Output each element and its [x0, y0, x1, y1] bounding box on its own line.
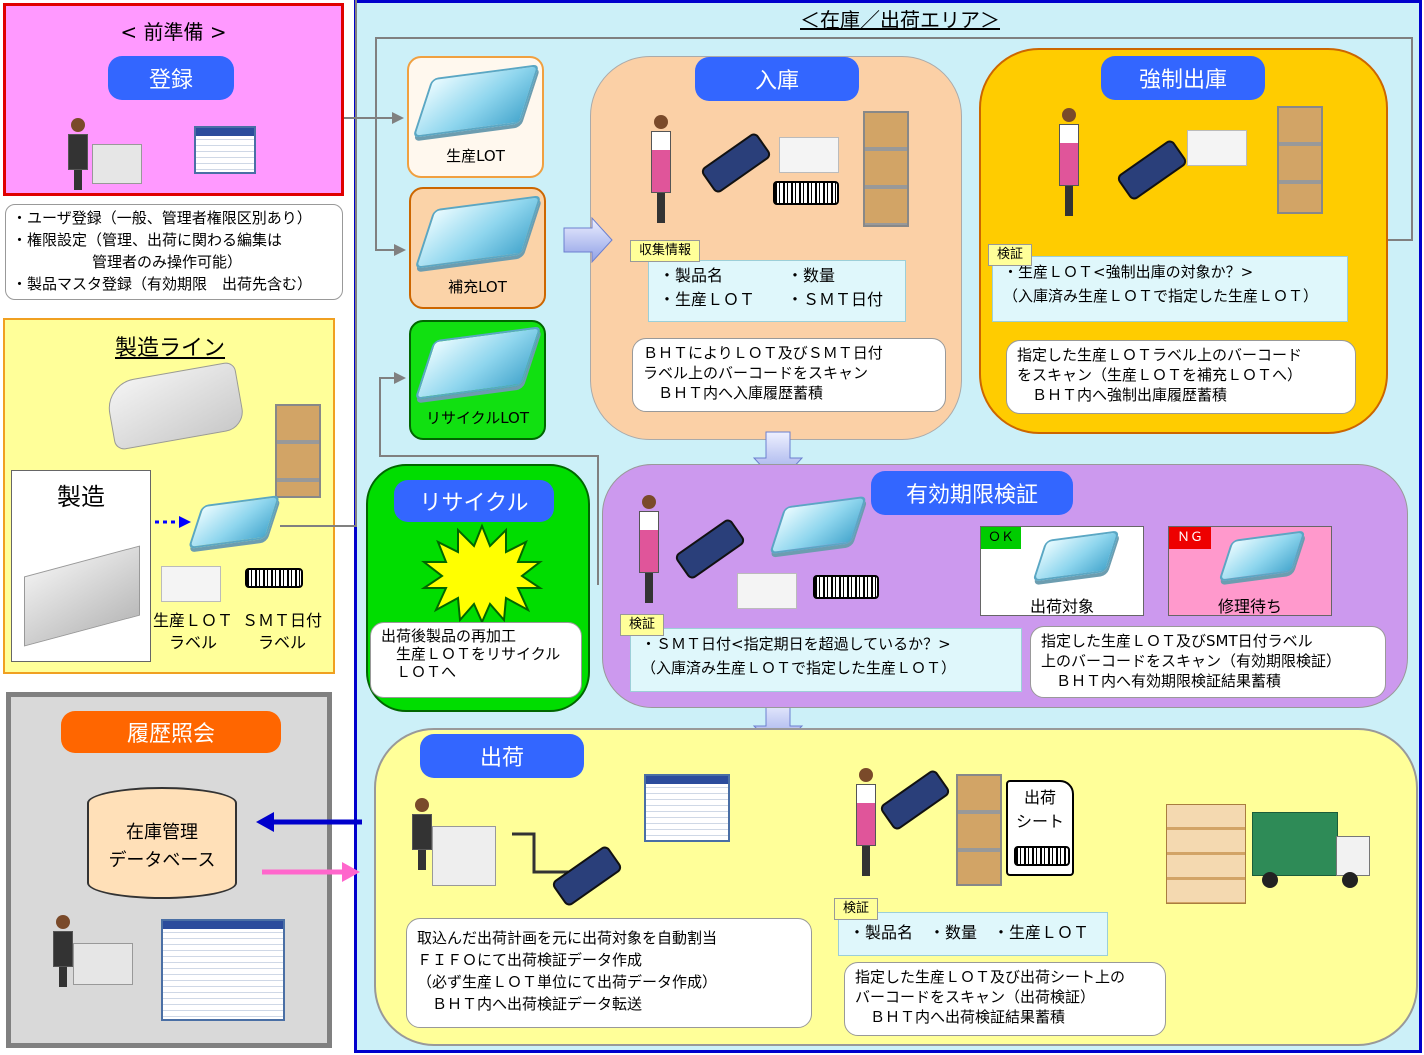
register-pill: 登録: [108, 56, 234, 100]
shipping-cart-icon: [956, 774, 1002, 886]
prep-note-1: ・ユーザ登録（一般、管理者権限区別あり）: [12, 209, 312, 227]
production-lot-label: 生産LOT: [446, 147, 505, 165]
shipping-scanner-icon: [878, 768, 952, 832]
dotted-arrow: [155, 516, 191, 528]
receiving-note: ＢＨＴによりＬＯＴ及びＳＭＴ日付 ラベル上のバーコードをスキャン ＢＨＴ内へ入庫…: [632, 338, 946, 412]
ok-tablet-icon: [1032, 530, 1120, 591]
forced-scanner-icon: [1115, 138, 1189, 202]
expiry-note: 指定した生産ＬＯＴ及びSMT日付ラベル 上のバーコードをスキャン（有効期限検証）…: [1030, 626, 1386, 698]
forced-pill: 強制出庫: [1101, 56, 1265, 100]
line-title: 製造ライン: [115, 336, 226, 361]
ng-box: ＮＧ 修理待ち: [1168, 526, 1332, 616]
receiving-info: ・製品名 ・数量 ・生産ＬＯＴ ・ＳＭＴ日付: [648, 260, 906, 322]
ok-badge: ＯＫ: [981, 527, 1021, 549]
smt-barcode-icon: [245, 568, 303, 588]
expiry-pill: 有効期限検証: [871, 471, 1073, 515]
forced-note: 指定した生産ＬＯＴラベル上のバーコード をスキャン（生産ＬＯＴを補充ＬＯＴへ） …: [1006, 340, 1356, 414]
receiving-tag: 収集情報: [630, 240, 701, 262]
forced-tag: 検証: [988, 244, 1033, 266]
shipping-sheet-barcode: [1014, 846, 1070, 866]
manufacture-label: 製造: [57, 483, 105, 511]
ok-label: 出荷対象: [1029, 597, 1094, 616]
recycle-pill: リサイクル: [394, 480, 554, 522]
admin-person-icon: [68, 118, 88, 190]
ng-label: 修理待ち: [1217, 597, 1282, 616]
prep-note-4: ・製品マスタ登録（有効期限 出荷先含む）: [12, 275, 313, 293]
prep-note-2: ・権限設定（管理、出荷に関わる編集は: [12, 231, 283, 249]
ok-box: ＯＫ 出荷対象: [980, 526, 1144, 616]
supplement-lot-card: 補充LOT: [409, 187, 546, 309]
expiry-label-icon: [737, 573, 797, 609]
expiry-tag: 検証: [620, 614, 665, 636]
receiving-cart-icon: [863, 111, 909, 227]
expiry-info: ・ＳＭＴ日付<指定期日を超過しているか？> （入庫済み生産ＬＯＴで指定した生産Ｌ…: [630, 628, 1022, 692]
receiving-barcode-icon: [773, 181, 839, 205]
history-person-icon: [53, 915, 73, 987]
prep-notes: ・ユーザ登録（一般、管理者権限区別あり） ・権限設定（管理、出荷に関わる編集は …: [5, 204, 343, 300]
recycle-lot-card: リサイクルLOT: [409, 320, 546, 440]
expiry-worker-icon: [639, 495, 659, 603]
shipping-admin-icon: [412, 798, 432, 870]
lot-label-icon: [161, 566, 221, 602]
receiving-pill: 入庫: [695, 57, 859, 101]
expiry-barcode-icon: [813, 575, 879, 599]
production-lot-card: 生産LOT: [407, 56, 544, 178]
cart-icon: [275, 404, 321, 498]
forced-label-icon: [1187, 130, 1247, 166]
shipping-sheet: 出荷 シート: [1006, 780, 1074, 876]
recycle-lot-label: リサイクルLOT: [425, 409, 530, 427]
forced-worker-icon: [1059, 108, 1079, 216]
expiry-scanner-icon: [673, 517, 747, 581]
shipping-worker-icon: [856, 768, 876, 876]
database-icon: [87, 787, 237, 899]
shipping-note-left: 取込んだ出荷計画を元に出荷対象を自動割当 ＦＩＦＯにて出荷検証データ作成 （必ず…: [406, 918, 812, 1028]
shipping-info: ・製品名 ・数量 ・生産ＬＯＴ: [838, 912, 1108, 956]
cable-line: [512, 832, 578, 874]
lot-label-caption: 生産ＬＯＴ ラベル: [152, 611, 233, 652]
shipping-desk-icon: [432, 826, 496, 886]
forced-cart-icon: [1277, 106, 1323, 214]
ng-tablet-icon: [1218, 530, 1306, 591]
smt-label-caption: ＳＭＴ日付 ラベル: [241, 611, 322, 652]
area-title: ＜在庫／出荷エリア＞: [800, 8, 1000, 32]
shipping-screen-icon: [644, 774, 730, 842]
recycle-note: 出荷後製品の再加工 生産ＬＯＴをリサイクル ＬＯＴへ: [370, 622, 582, 698]
ng-badge: ＮＧ: [1169, 527, 1211, 549]
history-screen-icon: [161, 919, 285, 1021]
shipping-tag: 検証: [834, 898, 879, 920]
shipping-note-right: 指定した生産ＬＯＴ及び出荷シート上の バーコードをスキャン（出荷検証） ＢＨＴ内…: [844, 962, 1166, 1036]
receiving-worker-icon: [651, 115, 671, 223]
database-label: 在庫管理 データベース: [108, 822, 216, 871]
history-desk-icon: [73, 943, 133, 985]
sunburst-icon: [420, 523, 544, 625]
prep-title: < 前準備 >: [120, 20, 227, 44]
forced-info: ・生産ＬＯＴ<強制出庫の対象か？> （入庫済み生産ＬＯＴで指定した生産ＬＯＴ）: [992, 256, 1348, 322]
expiry-tablet-icon: [769, 495, 867, 563]
line-panel: 製造ライン 製造 生産ＬＯＴ ラベル ＳＭＴ日付 ラベル: [3, 318, 335, 674]
history-panel: 履歴照会 在庫管理 データベース: [6, 692, 332, 1048]
desk-icon: [92, 144, 142, 184]
shipping-sheet-label: 出荷 シート: [1015, 788, 1064, 831]
prep-note-3: 管理者のみ操作可能）: [92, 253, 243, 271]
boxes-icon: [1166, 804, 1246, 904]
receiving-label-icon: [779, 137, 839, 173]
supplement-lot-label: 補充LOT: [448, 278, 507, 296]
truck-icon: [1252, 812, 1370, 896]
prep-panel: < 前準備 > 登録: [3, 3, 344, 196]
shipping-pill: 出荷: [420, 734, 584, 778]
manufacture-box: 製造: [11, 470, 151, 662]
history-pill: 履歴照会: [61, 711, 281, 753]
registration-screen-icon: [194, 126, 256, 174]
